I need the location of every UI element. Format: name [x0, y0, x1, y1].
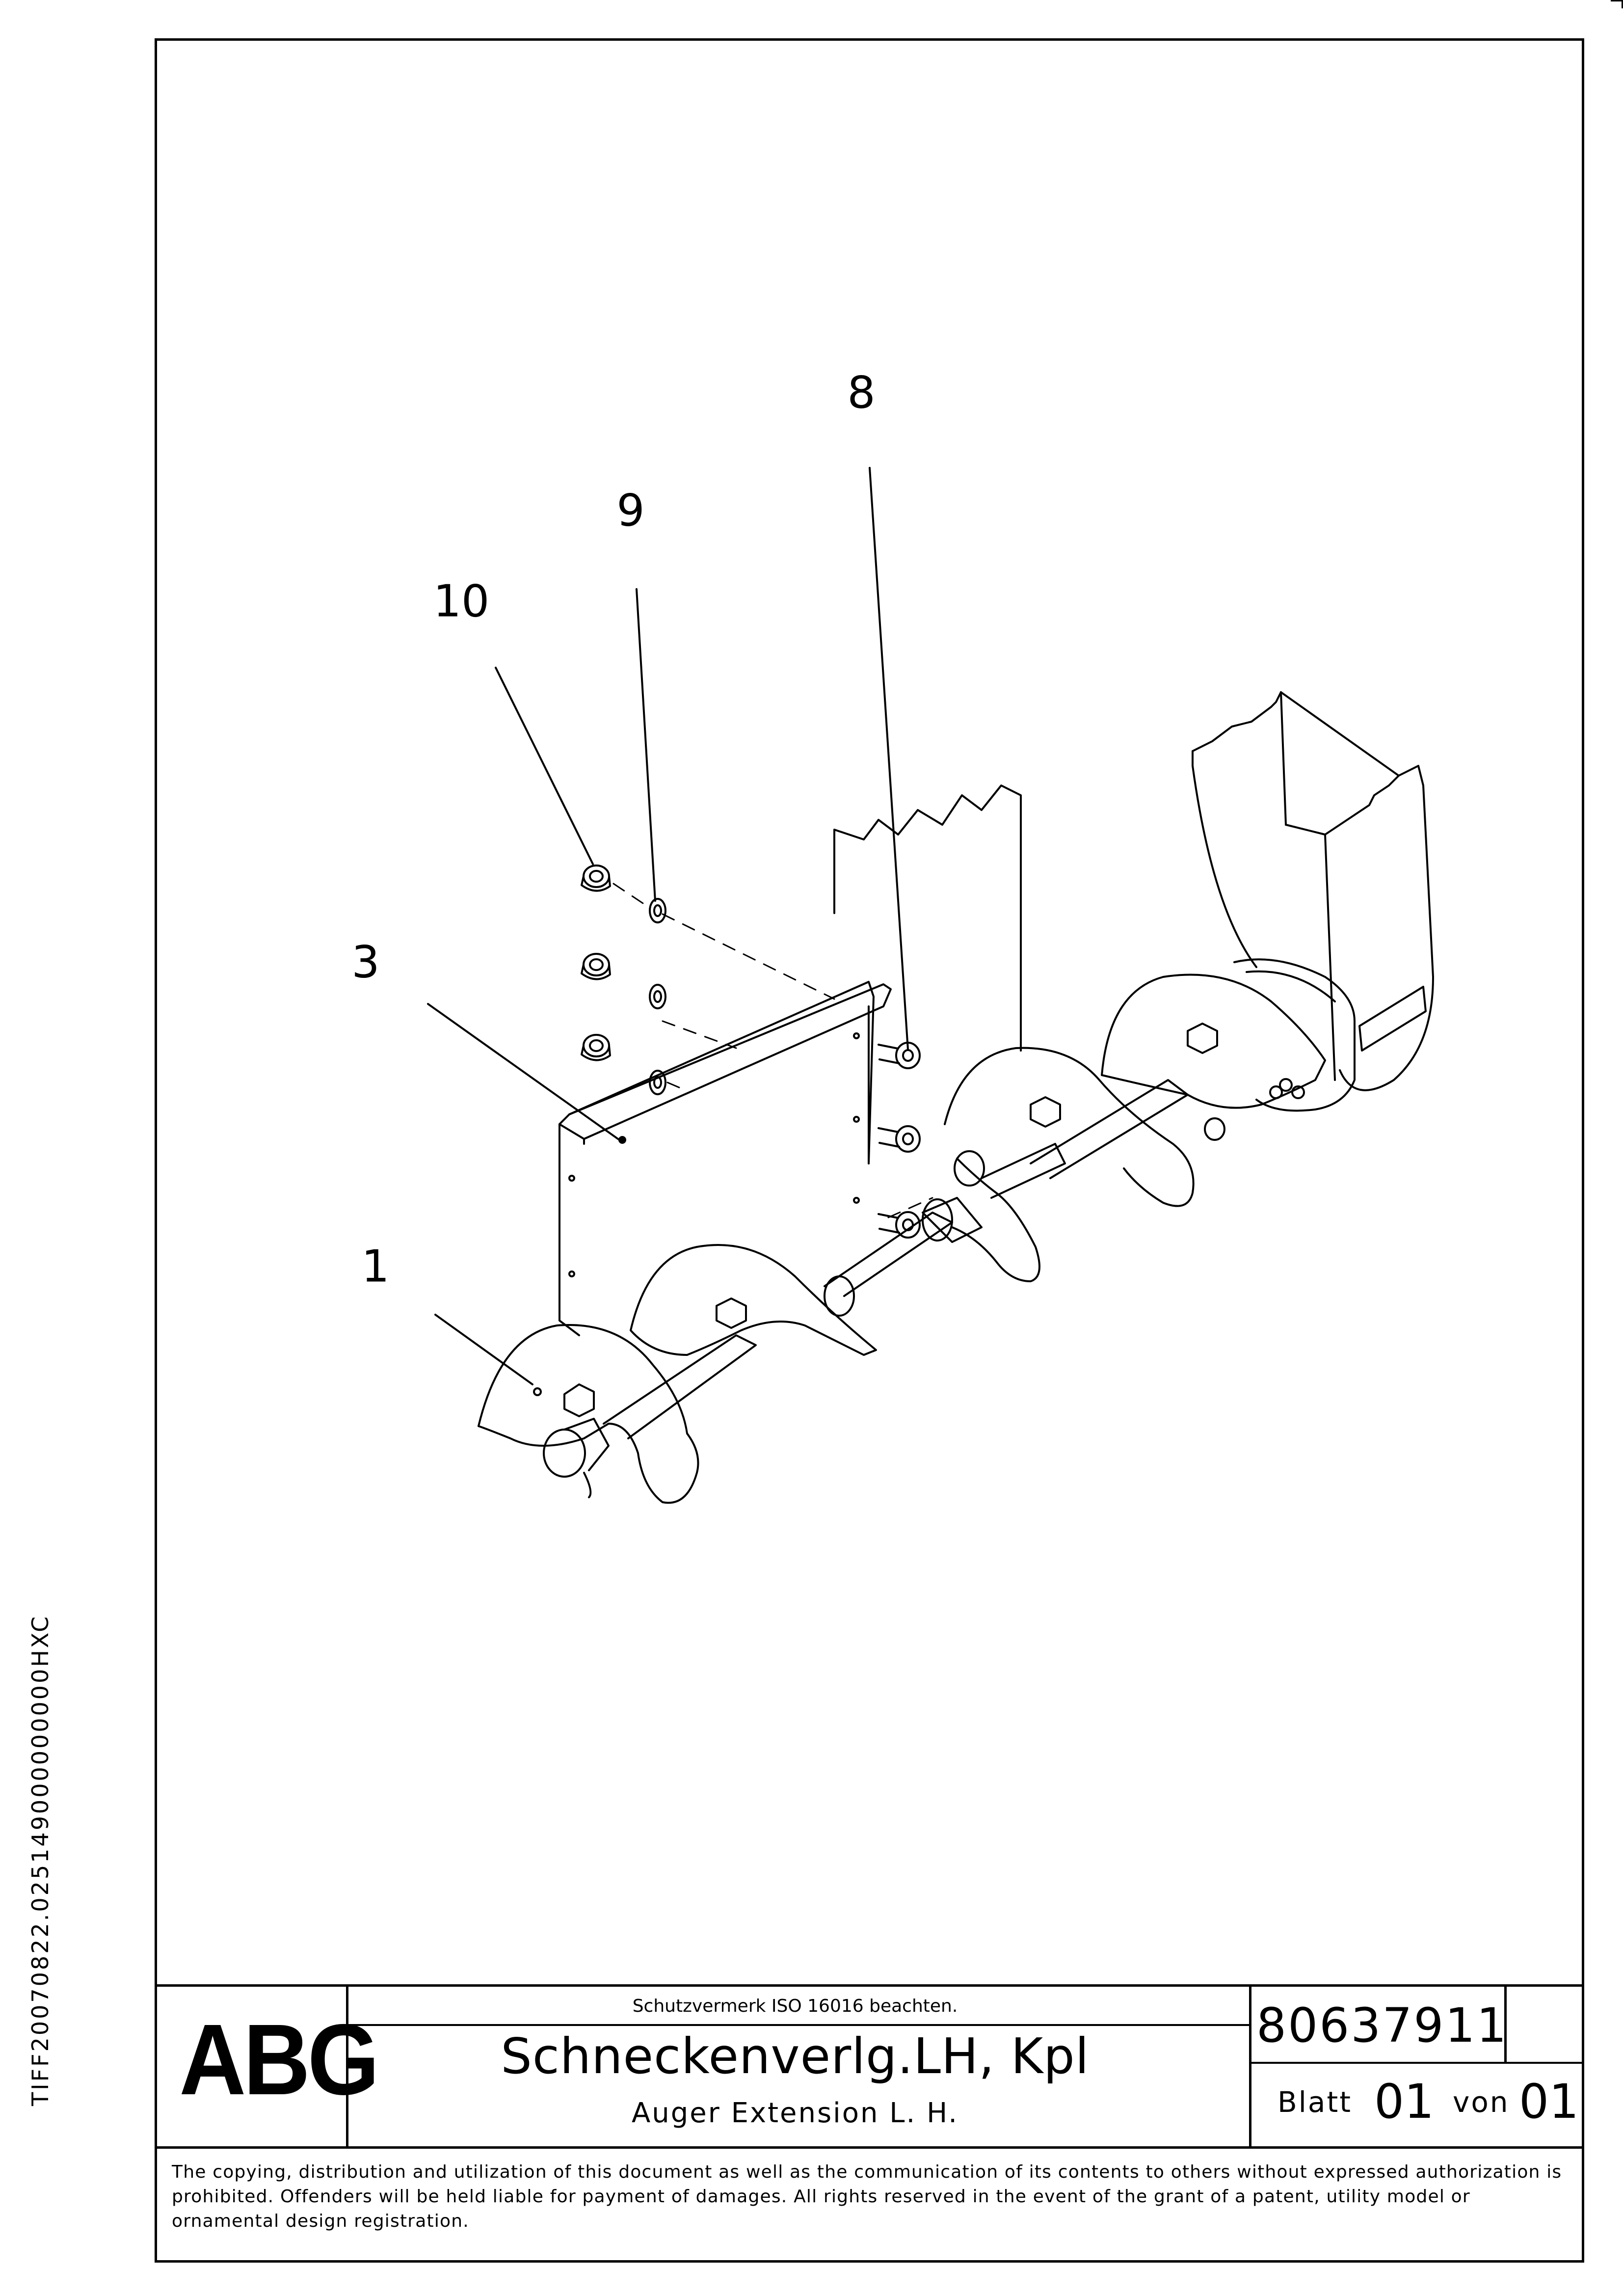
titleblock-notice-line [346, 2024, 1250, 2026]
end-bearing-housing [1233, 958, 1356, 1112]
leader-lines [427, 467, 909, 1385]
auger-flight-rear [1101, 973, 1326, 1141]
callout-8: 8 [847, 367, 876, 419]
sheet-label: Blatt [1277, 2085, 1352, 2119]
auger-shaft [603, 1079, 1189, 1439]
leader-line-9 [636, 588, 656, 902]
drawing-frame [155, 38, 1584, 2263]
titleblock-title-divider [1249, 1984, 1251, 2148]
drawing-title-german: Schneckenverlg.LH, Kpl [501, 2027, 1090, 2085]
assembly-dash-lines [612, 883, 933, 1218]
leader-line-1 [434, 1314, 533, 1385]
callout-10: 10 [433, 575, 490, 627]
titleblock-logo-divider [346, 1984, 348, 2148]
corner-trim-mark [1611, 0, 1623, 8]
rear-shield-plate [833, 784, 1022, 1052]
part-number: 80637911 [1256, 1998, 1508, 2053]
company-logo: ABG [179, 2003, 379, 2116]
titleblock-sheet-line [1249, 2062, 1584, 2064]
drawing-title-english: Auger Extension L. H. [631, 2097, 959, 2129]
titleblock-top-line [155, 1984, 1584, 1987]
mounting-plate [559, 981, 892, 1336]
bolt-parts [878, 1042, 921, 1239]
auger-flight-third [922, 1047, 1195, 1282]
sheet-of-label: von [1453, 2085, 1510, 2119]
callout-1: 1 [361, 1241, 390, 1293]
copyright-disclaimer: The copying, distribution and utilizatio… [172, 2162, 1562, 2231]
washer-parts [649, 898, 666, 1095]
titleblock-bottom-line [155, 2146, 1584, 2149]
sheet-number: 01 [1374, 2074, 1435, 2129]
auger-flight-front [478, 1324, 699, 1504]
leader-line-3 [427, 1003, 620, 1141]
leader-line-10 [495, 667, 594, 865]
callout-9: 9 [616, 485, 645, 537]
auger-flight-second [630, 1244, 877, 1356]
feed-chute [1192, 691, 1434, 1091]
sheet-total: 01 [1519, 2074, 1579, 2129]
callout-3: 3 [351, 936, 380, 988]
leader-line-8 [869, 467, 909, 1051]
titleblock-partno-divider [1504, 1984, 1507, 2063]
nut-parts [581, 864, 611, 1061]
protection-notice: Schutzvermerk ISO 16016 beachten. [632, 1996, 958, 2016]
